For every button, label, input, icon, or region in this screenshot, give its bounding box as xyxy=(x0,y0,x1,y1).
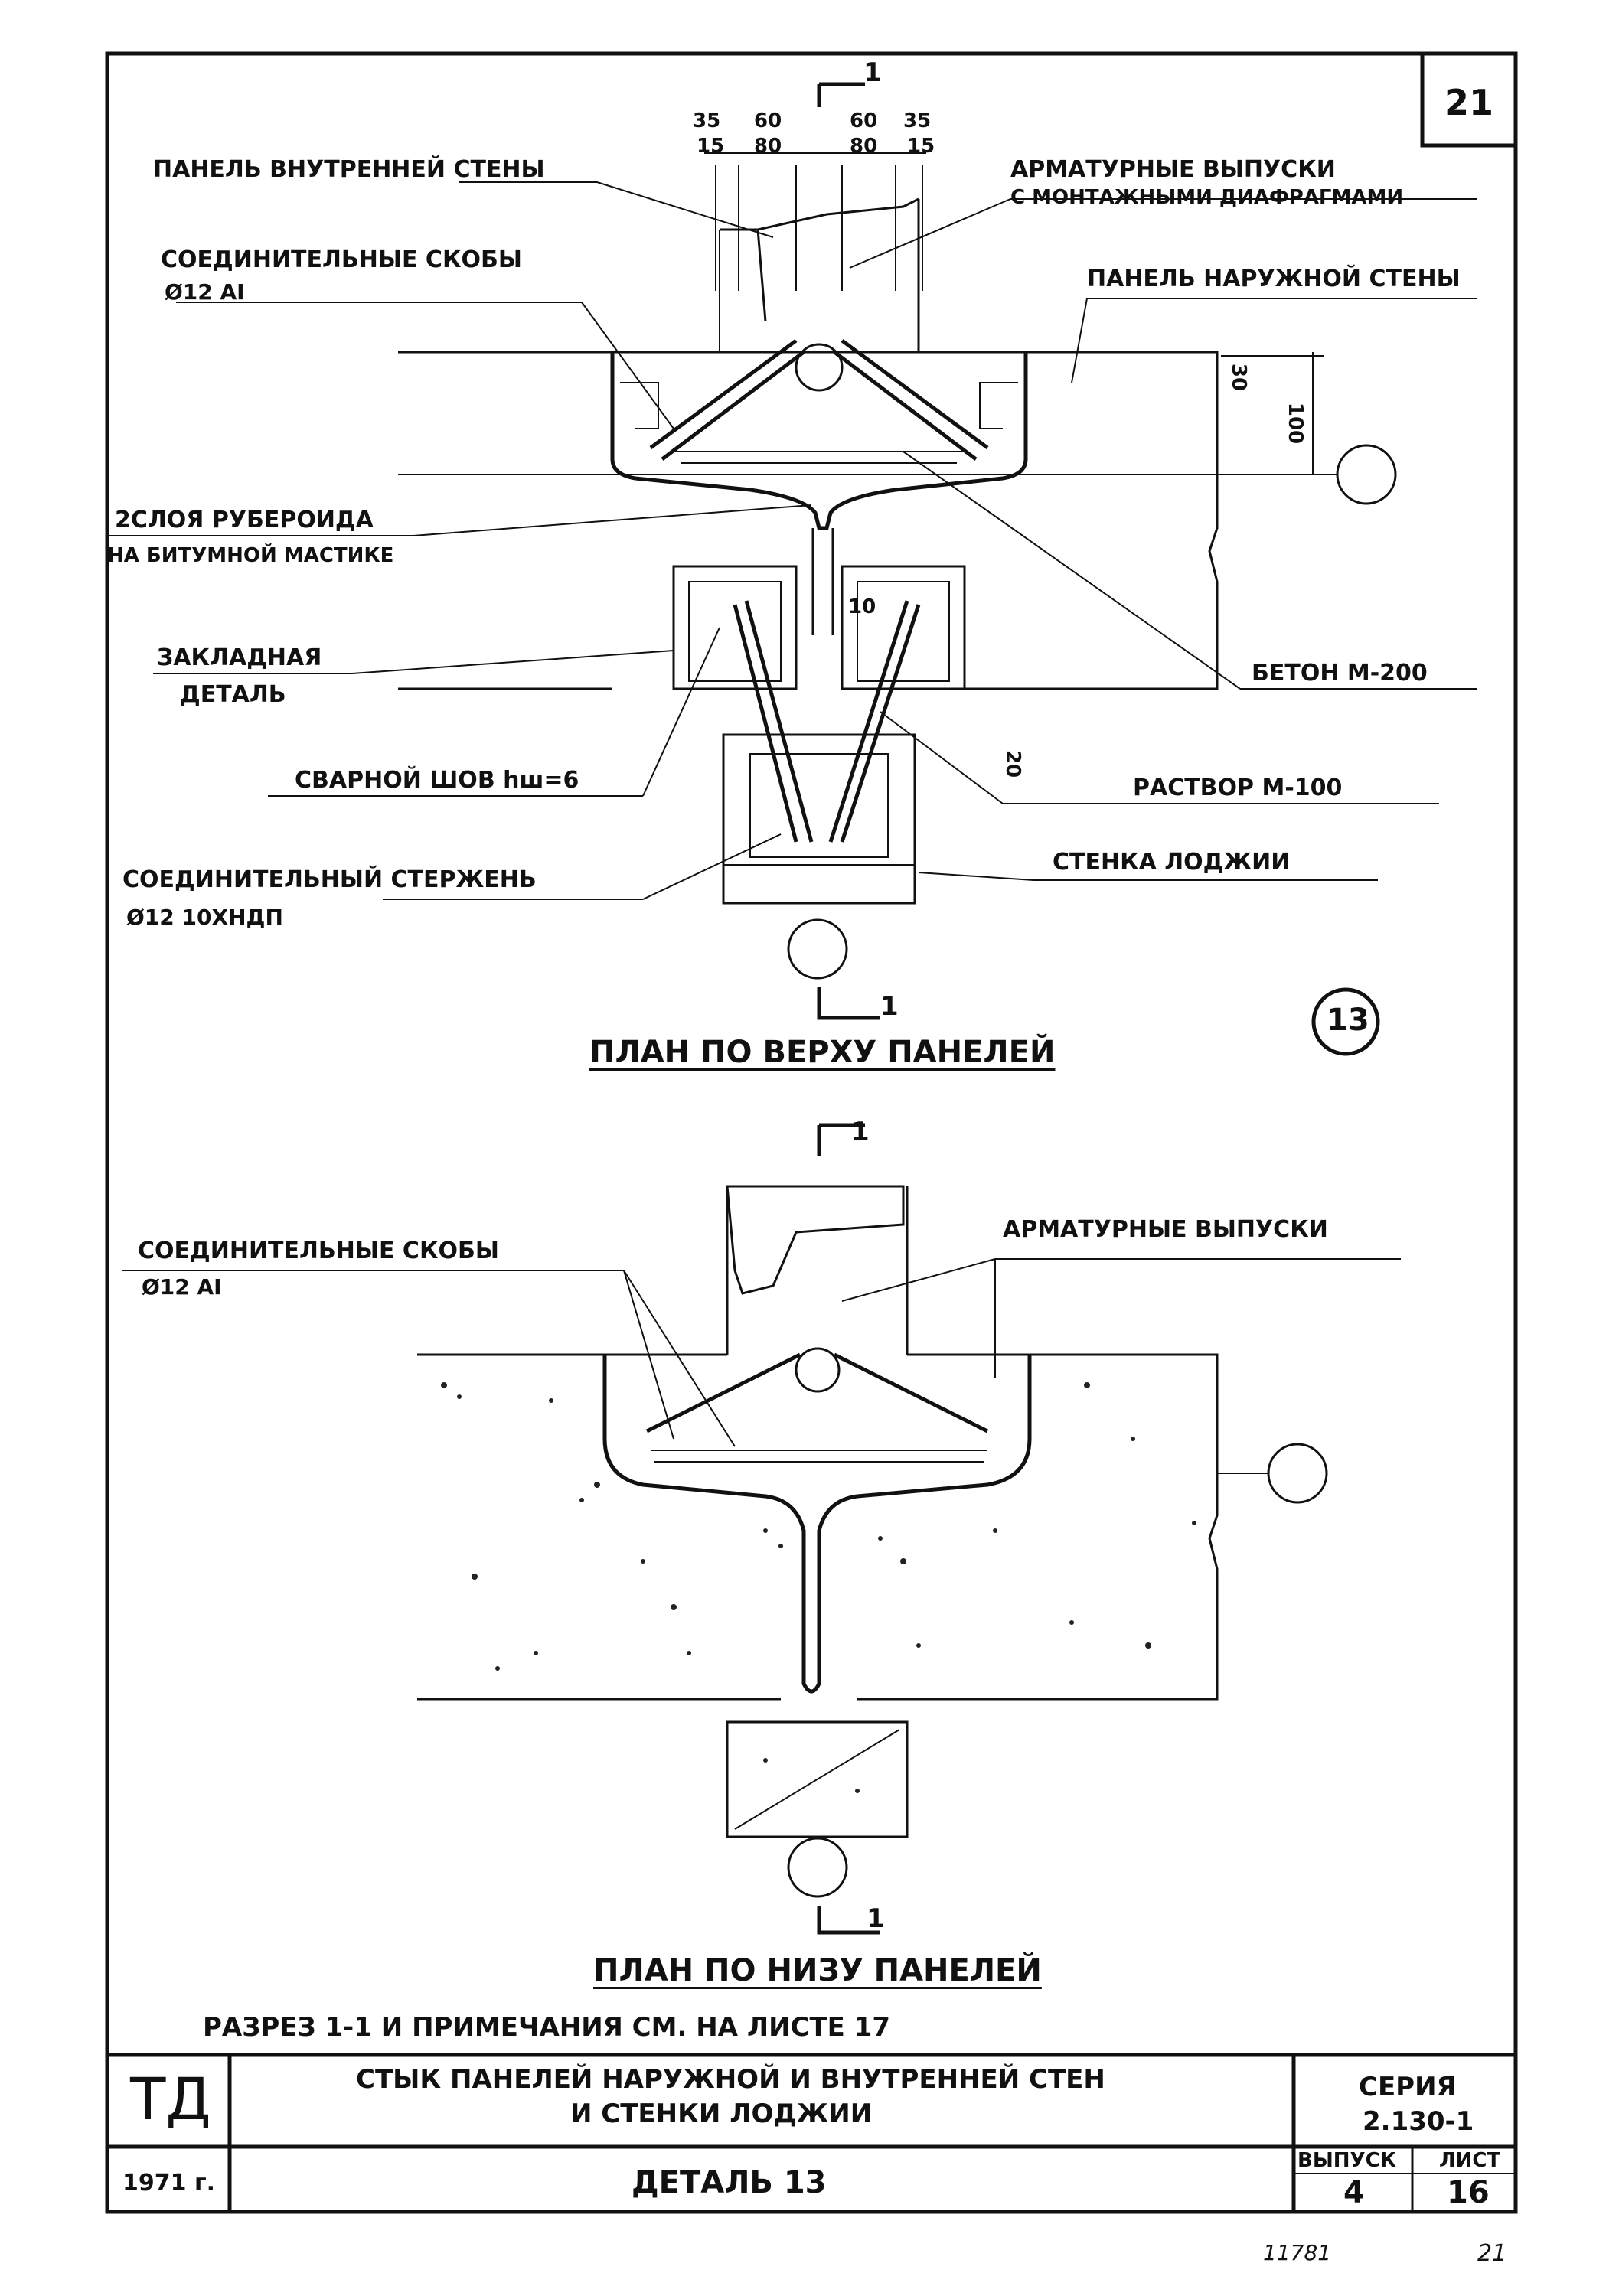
dim-30: 30 xyxy=(1227,363,1251,392)
year: 1971 г. xyxy=(122,2170,216,2197)
dim-20: 20 xyxy=(1001,749,1025,778)
page-number-box xyxy=(1420,51,1518,148)
dim-60-right: 60 xyxy=(850,109,878,132)
dim-15-left: 15 xyxy=(697,135,725,158)
label-rod: СОЕДИНИТЕЛЬНЫЙ СТЕРЖЕНЬ xyxy=(122,866,537,893)
axis-circle-bottom xyxy=(787,918,848,980)
label-brackets-spec: Ø12 AI xyxy=(165,279,245,305)
label-outer-panel: ПАНЕЛЬ НАРУЖНОЙ СТЕНЫ xyxy=(1087,266,1461,292)
detail-mark-label: 13 xyxy=(1327,1003,1369,1038)
label-embedded-1: ЗАКЛАДНАЯ xyxy=(157,644,322,671)
loggia-wall-bottom xyxy=(726,1720,909,1838)
series-label: СЕРИЯ xyxy=(1359,2072,1457,2102)
series-value: 2.130-1 xyxy=(1363,2106,1474,2137)
top-leaders xyxy=(107,181,1477,900)
title-line-1: СТЫК ПАНЕЛЕЙ НАРУЖНОЙ И ВНУТРЕННЕЙ СТЕН xyxy=(356,2064,1105,2095)
section-mark-label-top-2: 1 xyxy=(851,1117,870,1147)
detail-mark-circle xyxy=(1311,987,1380,1056)
label-brackets-spec-2: Ø12 AI xyxy=(142,1274,222,1300)
dim-35-right: 35 xyxy=(903,109,932,132)
label-rod-spec: Ø12 10ХНДП xyxy=(126,905,283,930)
section-mark-label-bottom-2: 1 xyxy=(867,1903,885,1934)
section-mark-top xyxy=(817,82,865,107)
page-note: 21 xyxy=(1477,2240,1507,2267)
bottom-leaders xyxy=(122,1258,1401,1447)
issue-label: ВЫПУСК xyxy=(1297,2149,1396,2172)
label-inner-panel: ПАНЕЛЬ ВНУТРЕННЕЙ СТЕНЫ xyxy=(153,156,545,183)
bracket-right xyxy=(841,338,989,450)
dim-80-right: 80 xyxy=(850,135,878,158)
label-embedded-2: ДЕТАЛЬ xyxy=(180,681,286,708)
label-weld: СВАРНОЙ ШОВ hш=6 xyxy=(295,767,579,794)
section-mark-bottom-2 xyxy=(817,1906,880,1935)
label-rebar-outlets-3: АРМАТУРНЫЕ ВЫПУСКИ xyxy=(1003,1216,1328,1243)
dim-35-left: 35 xyxy=(693,109,721,132)
axis-circle-bottom-2 xyxy=(787,1837,848,1898)
label-roofing-1: 2СЛОЯ РУБЕРОИДА xyxy=(115,507,374,533)
label-roofing-2: НА БИТУМНОЙ МАСТИКЕ xyxy=(107,544,394,567)
sheet-frame xyxy=(105,51,1518,2214)
outer-wall-panel xyxy=(398,351,1219,690)
joint-pocket xyxy=(610,352,1028,530)
label-brackets-2: СОЕДИНИТЕЛЬНЫЕ СКОБЫ xyxy=(138,1238,499,1264)
top-plan-title: ПЛАН ПО ВЕРХУ ПАНЕЛЕЙ xyxy=(589,1035,1056,1070)
dim-100: 100 xyxy=(1284,402,1307,445)
dim-10: 10 xyxy=(848,595,876,618)
embedded-part-right xyxy=(841,565,966,690)
sheet-value: 16 xyxy=(1447,2175,1490,2210)
sheet-label: ЛИСТ xyxy=(1439,2149,1501,2172)
connecting-rod-left xyxy=(733,604,798,843)
label-loggia: СТЕНКА ЛОДЖИИ xyxy=(1053,849,1291,876)
section-note: РАЗРЕЗ 1-1 И ПРИМЕЧАНИЯ СМ. НА ЛИСТЕ 17 xyxy=(203,2012,891,2043)
detail-title: ДЕТАЛЬ 13 xyxy=(632,2165,827,2200)
top-plan xyxy=(107,82,1477,1056)
embedded-part-left xyxy=(672,565,798,690)
title-line-2: И СТЕНКИ ЛОДЖИИ xyxy=(570,2099,873,2129)
archive-number: 11781 xyxy=(1263,2240,1332,2265)
section-mark-label-bottom: 1 xyxy=(880,991,899,1022)
bottom-plan-title: ПЛАН ПО НИЗУ ПАНЕЛЕЙ xyxy=(593,1953,1042,1988)
org-code: ТД xyxy=(130,2065,211,2133)
dim-15-right: 15 xyxy=(907,135,935,158)
connecting-rod-right xyxy=(840,604,921,843)
section-mark-bottom xyxy=(817,987,880,1020)
issue-value: 4 xyxy=(1343,2175,1365,2210)
dim-80-left: 80 xyxy=(754,135,782,158)
concrete-hatching xyxy=(441,1382,1196,1793)
dim-60-left: 60 xyxy=(754,109,782,132)
label-concrete: БЕТОН М-200 xyxy=(1252,660,1428,687)
label-brackets: СОЕДИНИТЕЛЬНЫЕ СКОБЫ xyxy=(161,246,522,273)
section-mark-top-2 xyxy=(817,1123,865,1156)
outer-panel-bottom xyxy=(417,1353,1219,1701)
label-rebar-outlets: АРМАТУРНЫЕ ВЫПУСКИ xyxy=(1010,156,1336,183)
bottom-plan xyxy=(122,1123,1401,1935)
section-mark-label-top: 1 xyxy=(863,57,882,88)
bracket-left xyxy=(649,338,798,450)
label-mortar: РАСТВОР М-100 xyxy=(1133,775,1343,801)
label-rebar-outlets-2: С МОНТАЖНЫМИ ДИАФРАГМАМИ xyxy=(1010,186,1404,209)
joint-pocket-bottom xyxy=(602,1355,1032,1694)
page-number: 21 xyxy=(1444,82,1493,123)
loggia-wall xyxy=(722,733,916,905)
title-block xyxy=(107,2053,1516,2212)
